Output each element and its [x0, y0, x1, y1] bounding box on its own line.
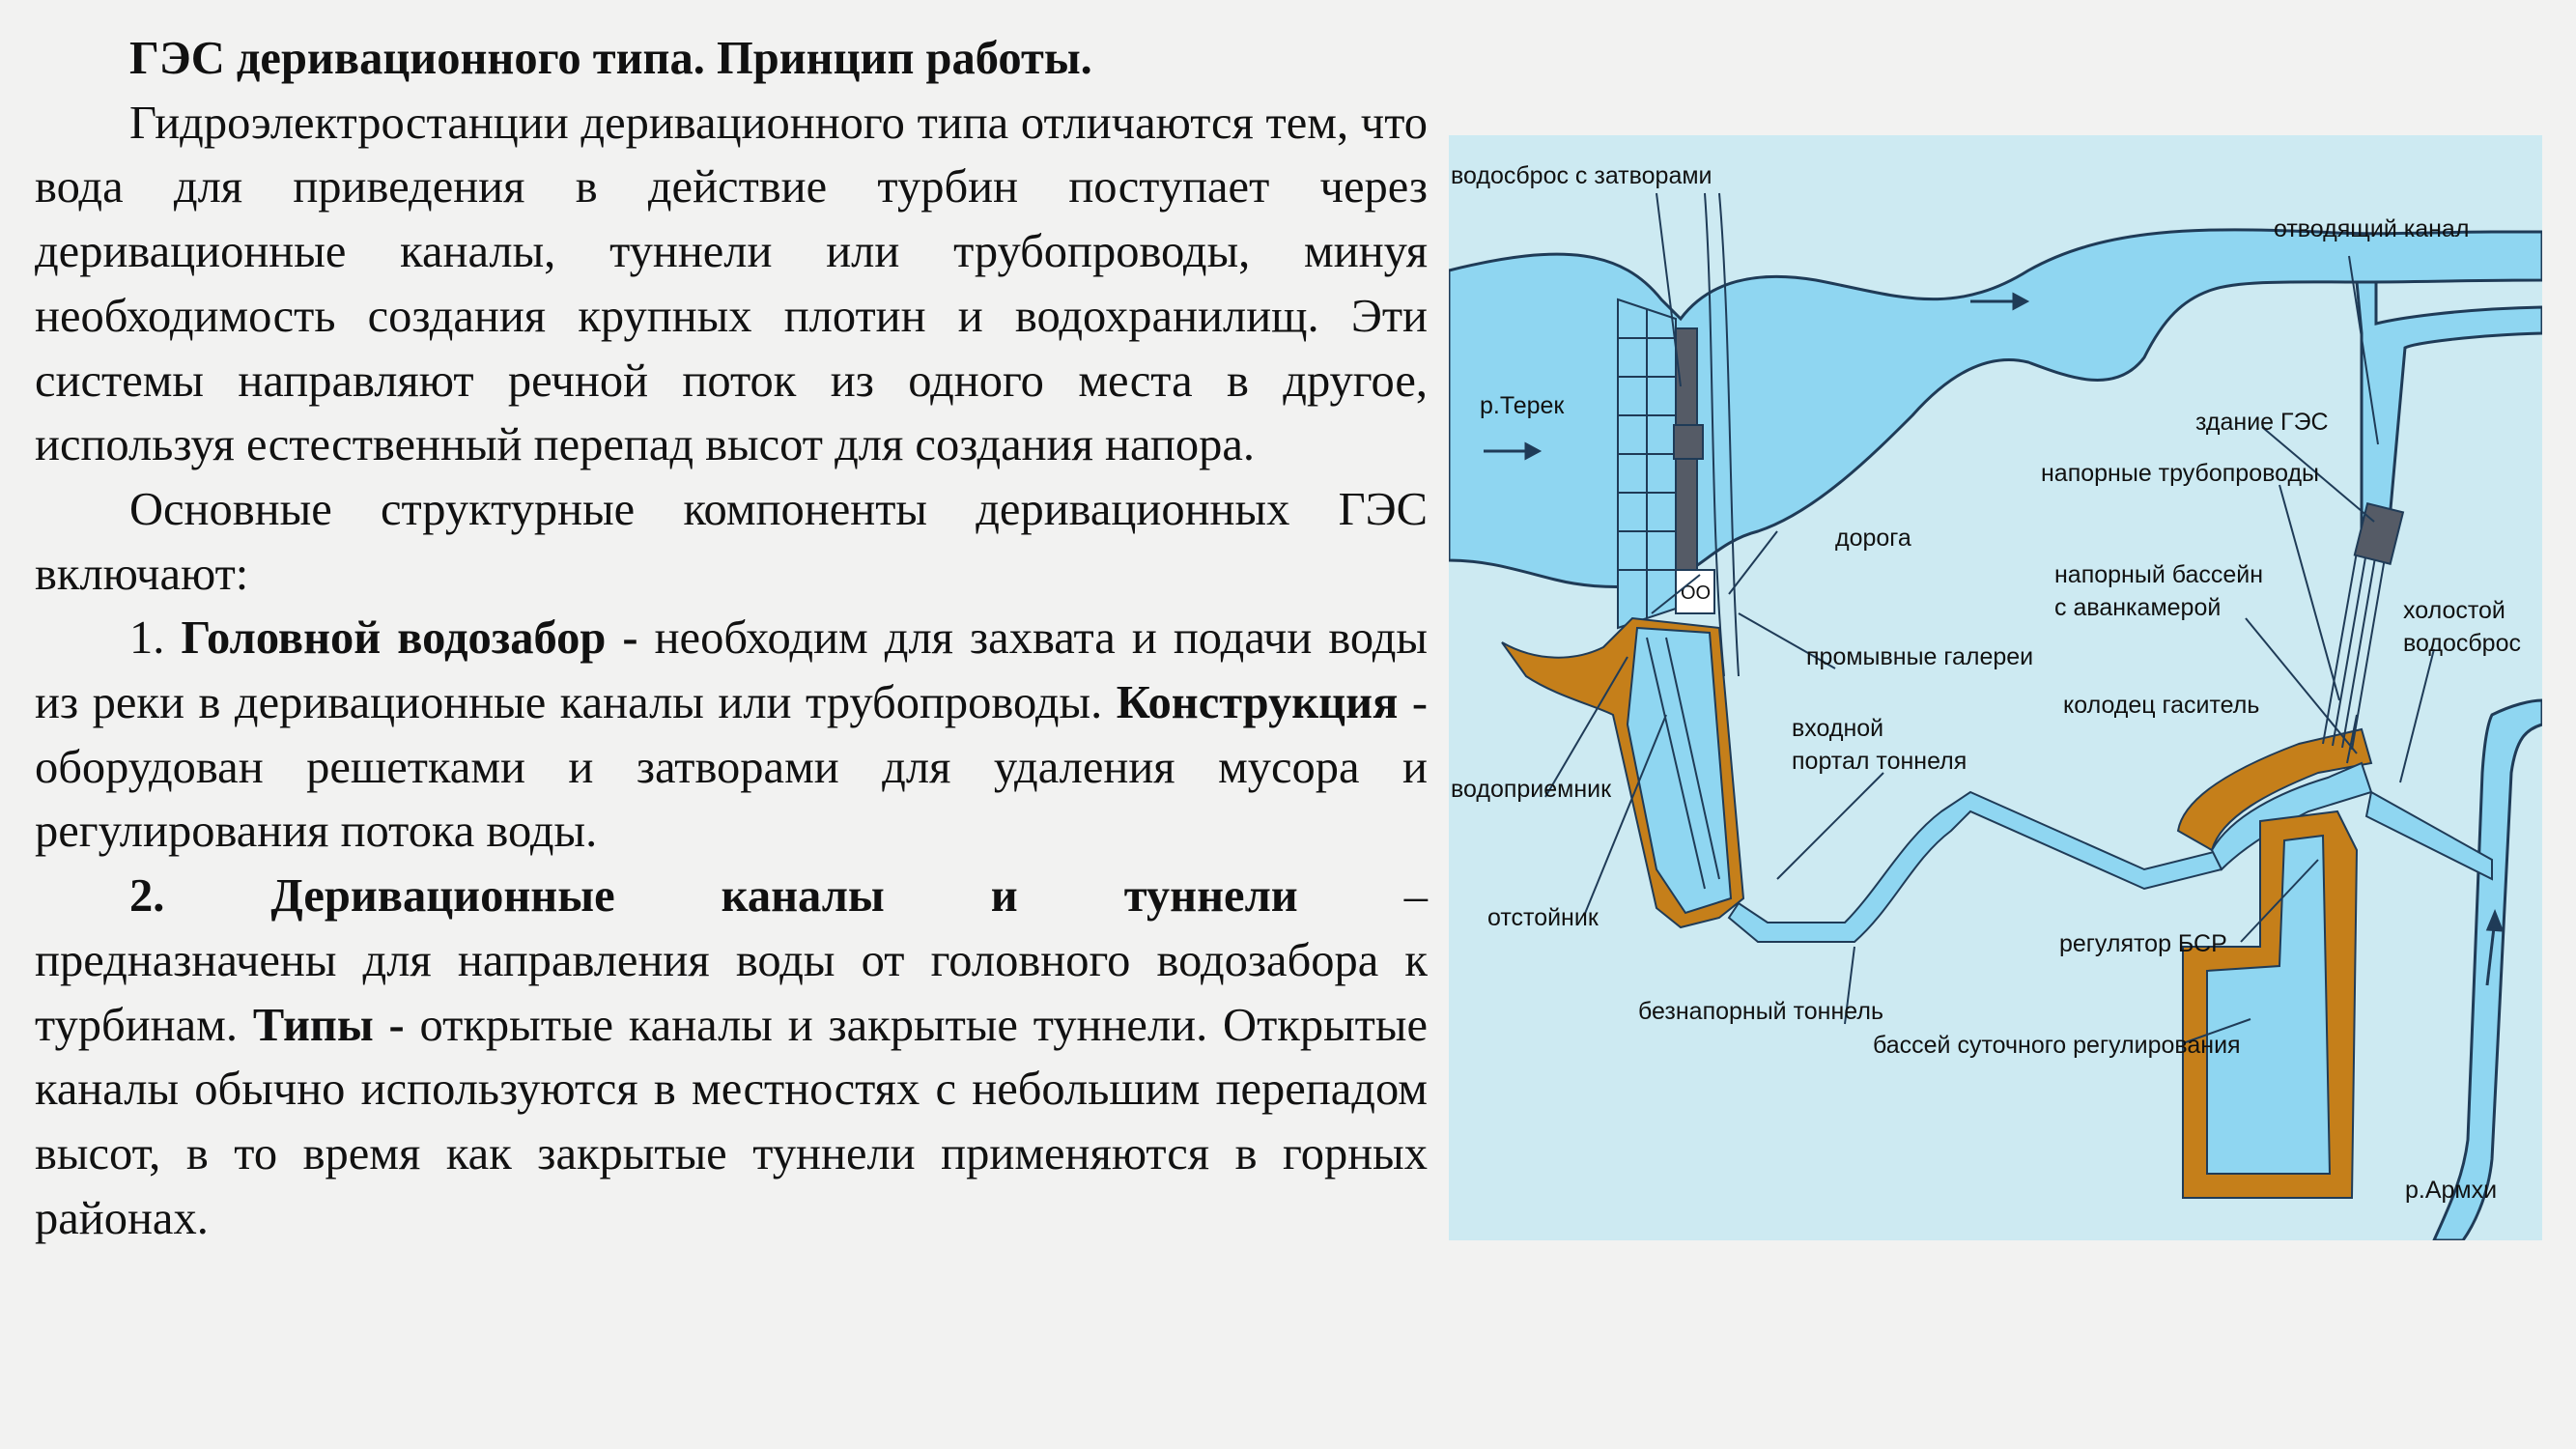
- idle-spillway: [2364, 790, 2493, 881]
- label-road: дорога: [1835, 525, 1911, 552]
- item-text: - оборудован решетками и затворами для у…: [35, 677, 1428, 858]
- label-powerhouse: здание ГЭС: [2195, 409, 2329, 436]
- item-text: необходим для захвата и подачи воды из р…: [35, 612, 1429, 729]
- term-construction: Конструкция: [1116, 677, 1399, 729]
- term-types: Типы -: [252, 999, 405, 1051]
- flow-arrows: [1484, 292, 2505, 986]
- penstocks: [2322, 540, 2389, 751]
- svg-text:OO: OO: [1681, 582, 1711, 604]
- label-terek: р.Терек: [1480, 392, 1565, 419]
- label-bsr-regulator: регулятор БСР: [2059, 930, 2227, 957]
- settler: [1626, 626, 1733, 915]
- item-number: 1.: [129, 612, 165, 665]
- heading-word: туннели: [1123, 870, 1298, 923]
- label-intake: водоприемник: [1451, 776, 1612, 803]
- outlet-canal: [2355, 280, 2542, 543]
- powerhouse: [2353, 501, 2405, 565]
- item-number: 2.: [129, 870, 165, 923]
- flushing-gallery-box: [1675, 569, 1715, 614]
- term-head-intake: Головной водозабор -: [181, 612, 638, 665]
- label-tunnel-portal-2: портал тоннеля: [1792, 748, 1967, 775]
- components-intro: Основные структурные компоненты дериваци…: [35, 483, 1428, 600]
- pressure-basin-bank: [2176, 727, 2373, 852]
- dash: –: [1403, 870, 1428, 923]
- label-outlet-canal: отводящий канал: [2274, 215, 2469, 242]
- label-settler: отстойник: [1487, 904, 1599, 931]
- derivation-hpp-diagram: OO: [1449, 135, 2542, 1240]
- text-column: ГЭС деривационного типа. Принцип работы.…: [35, 27, 1428, 1251]
- heading-word: и: [990, 870, 1018, 923]
- label-tunnel-portal-1: входной: [1792, 715, 1883, 742]
- leader-lines: [1544, 192, 2435, 1044]
- item-canals-text: предназначены для направления воды от го…: [35, 929, 1428, 1252]
- label-free-flow-tunnel: безнапорный тоннель: [1638, 998, 1883, 1025]
- label-armkhi: р.Армхи: [2405, 1177, 2497, 1204]
- river-terek: [1449, 228, 2542, 588]
- item-text: предназначены для направления воды от го…: [35, 934, 1428, 1051]
- heading-word: Деривационные: [270, 870, 615, 923]
- page-title: ГЭС деривационного типа. Принцип работы.: [129, 33, 1092, 84]
- label-penstocks: напорные трубопроводы: [2041, 460, 2319, 487]
- label-pressure-basin-2: с аванкамерой: [2054, 594, 2221, 621]
- daily-regulation-basin: [2206, 834, 2332, 1175]
- road-line: [1704, 192, 1725, 677]
- item-head-intake: 1. Головной водозабор - необходим для за…: [35, 607, 1428, 865]
- label-daily-basin: бассей суточного регулирования: [1873, 1032, 2241, 1059]
- label-flushing-galleries: промывные галереи: [1806, 643, 2033, 670]
- heading-word: каналы: [721, 870, 885, 923]
- label-spillway-gates: водосброс с затворами: [1451, 162, 1713, 189]
- label-idle-spillway-1: холостой: [2403, 597, 2505, 624]
- label-pressure-basin-1: напорный бассейн: [2054, 561, 2263, 588]
- label-idle-spillway-2: водосброс: [2403, 630, 2521, 657]
- spillway-structure: [1617, 298, 1677, 630]
- item-text: открытые каналы и закрытые туннели. Откр…: [35, 999, 1428, 1244]
- intro-paragraph: Гидроэлектростанции деривационного типа …: [35, 97, 1428, 471]
- item-canals-heading: 2. Деривационные каналы и туннели –: [35, 865, 1428, 929]
- label-stilling-well: колодец гаситель: [2063, 692, 2259, 719]
